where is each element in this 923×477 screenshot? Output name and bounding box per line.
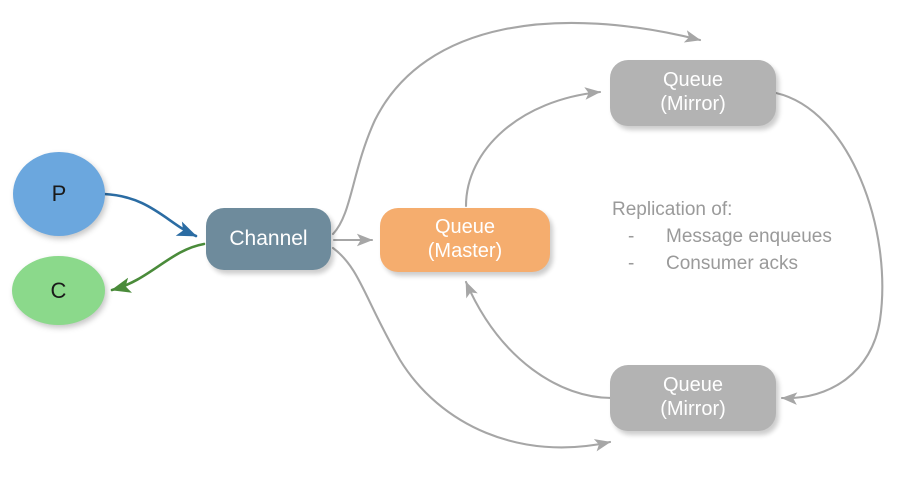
edge-producer-to-channel — [102, 192, 198, 238]
edge-mirror-top-to-mirror-bottom — [774, 91, 884, 405]
bullet-dash-icon: - — [628, 252, 635, 274]
edge-mirror-bottom-to-master — [464, 280, 614, 400]
node-channel-label: Channel — [229, 226, 308, 250]
replication-note-item-0: - Message enqueues — [612, 224, 892, 251]
replication-note-title: Replication of: — [612, 199, 733, 220]
node-queue-mirror-top-label: Queue (Mirror) — [660, 69, 726, 115]
node-queue-mirror-bottom[interactable]: Queue (Mirror) — [610, 365, 776, 431]
node-channel[interactable]: Channel — [206, 208, 331, 270]
node-consumer[interactable]: C — [12, 256, 105, 325]
edge-channel-to-mirror-top — [331, 21, 702, 236]
node-consumer-label: C — [50, 277, 67, 303]
node-queue-mirror-bottom-label: Queue (Mirror) — [660, 374, 726, 420]
replication-note-item-1-text: Consumer acks — [666, 252, 798, 274]
node-producer[interactable]: P — [13, 152, 105, 236]
edge-master-to-mirror-top — [464, 87, 602, 208]
node-queue-master-label: Queue (Master) — [427, 216, 503, 262]
bullet-dash-icon: - — [628, 225, 635, 247]
replication-note: Replication of: - Message enqueues - Consu… — [612, 197, 892, 278]
node-producer-label: P — [51, 181, 67, 207]
replication-note-item-0-text: Message enqueues — [666, 225, 832, 247]
node-queue-master[interactable]: Queue (Master) — [380, 208, 550, 272]
replication-note-item-1: - Consumer acks — [612, 251, 892, 278]
node-queue-mirror-top[interactable]: Queue (Mirror) — [610, 60, 776, 126]
edge-channel-to-consumer — [110, 242, 206, 293]
edge-channel-to-mirror-bottom — [331, 246, 612, 452]
